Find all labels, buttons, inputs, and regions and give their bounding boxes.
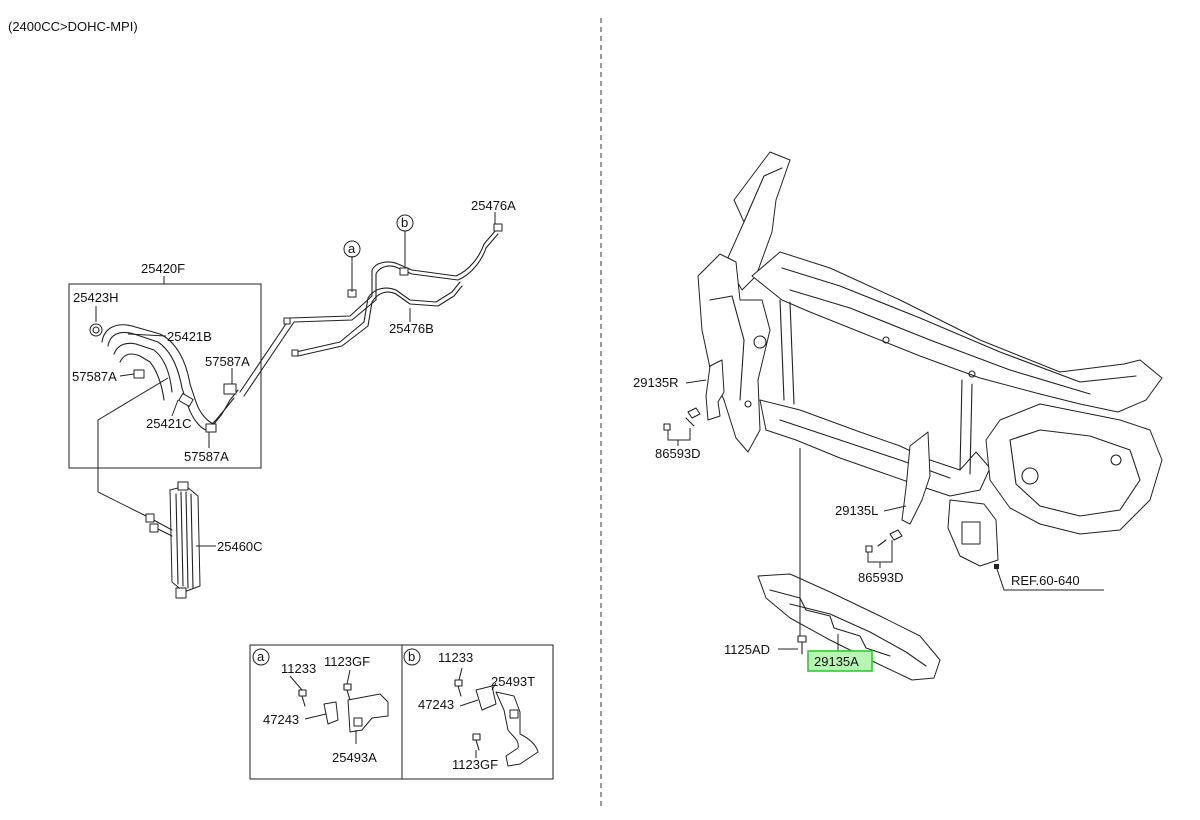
part-label-29135L[interactable]: 29135L [835,503,878,518]
detail-a-part-11233[interactable]: 11233 [281,661,316,676]
hose-group-frame [68,283,262,469]
part-label-25476B[interactable]: 25476B [389,321,434,336]
part-label-25421B[interactable]: 25421B [167,329,212,344]
cooler-connection-line [97,377,169,519]
part-label-ref-60-640[interactable]: REF.60-640 [1011,573,1080,588]
hose-assembly-group: 25420F 25423H 25421B 57587A 57587A 25421… [68,261,262,469]
callout-a[interactable]: a [343,240,361,292]
air-guide-29135A-drawing [757,573,941,681]
part-label-29135R[interactable]: 29135R [633,375,679,390]
detail-a-part-1123GF[interactable]: 1123GF [324,654,370,669]
part-label-57587A-upper[interactable]: 57587A [205,354,250,369]
detail-b-part-1123GF[interactable]: 1123GF [452,757,498,772]
highlight-box-29135A [807,650,873,672]
detail-b-part-11233[interactable]: 11233 [438,650,473,665]
part-label-1125AD[interactable]: 1125AD [724,642,770,657]
bracket-29135R-drawing [705,359,725,421]
engine-note: (2400CC>DOHC-MPI) [8,19,138,34]
detail-box-b: b 11233 25493T 47243 1123GF [401,644,554,780]
detail-a-part-47243[interactable]: 47243 [263,712,299,727]
group-label-25420F[interactable]: 25420F [141,261,185,276]
part-label-57587A-lower[interactable]: 57587A [184,449,229,464]
detail-b-part-25493T[interactable]: 25493T [491,674,535,689]
radiator-support-panel-drawing [697,151,1163,567]
part-label-25421C[interactable]: 25421C [146,416,192,431]
part-label-25460C[interactable]: 25460C [217,539,263,554]
detail-b-marker: b [408,649,415,664]
cooler-tubes [239,223,503,397]
part-label-25476A[interactable]: 25476A [471,198,516,213]
svg-text:a: a [348,241,356,256]
part-label-86593D-left[interactable]: 86593D [655,446,701,461]
part-label-57587A-left[interactable]: 57587A [72,369,117,384]
detail-a-part-25493A[interactable]: 25493A [332,750,377,765]
bracket-29135L-drawing [901,431,931,525]
detail-b-part-47243[interactable]: 47243 [418,697,454,712]
part-label-86593D-right[interactable]: 86593D [858,570,904,585]
detail-box-a: a 11233 1123GF 47243 25493A [249,644,403,780]
svg-text:b: b [401,215,408,230]
part-label-29135A[interactable]: 29135A [814,654,859,669]
hose-drawing [89,323,239,433]
callout-b[interactable]: b [396,214,414,266]
detail-a-marker: a [257,649,265,664]
oil-cooler-drawing [145,481,201,599]
part-label-25423H[interactable]: 25423H [73,290,119,305]
